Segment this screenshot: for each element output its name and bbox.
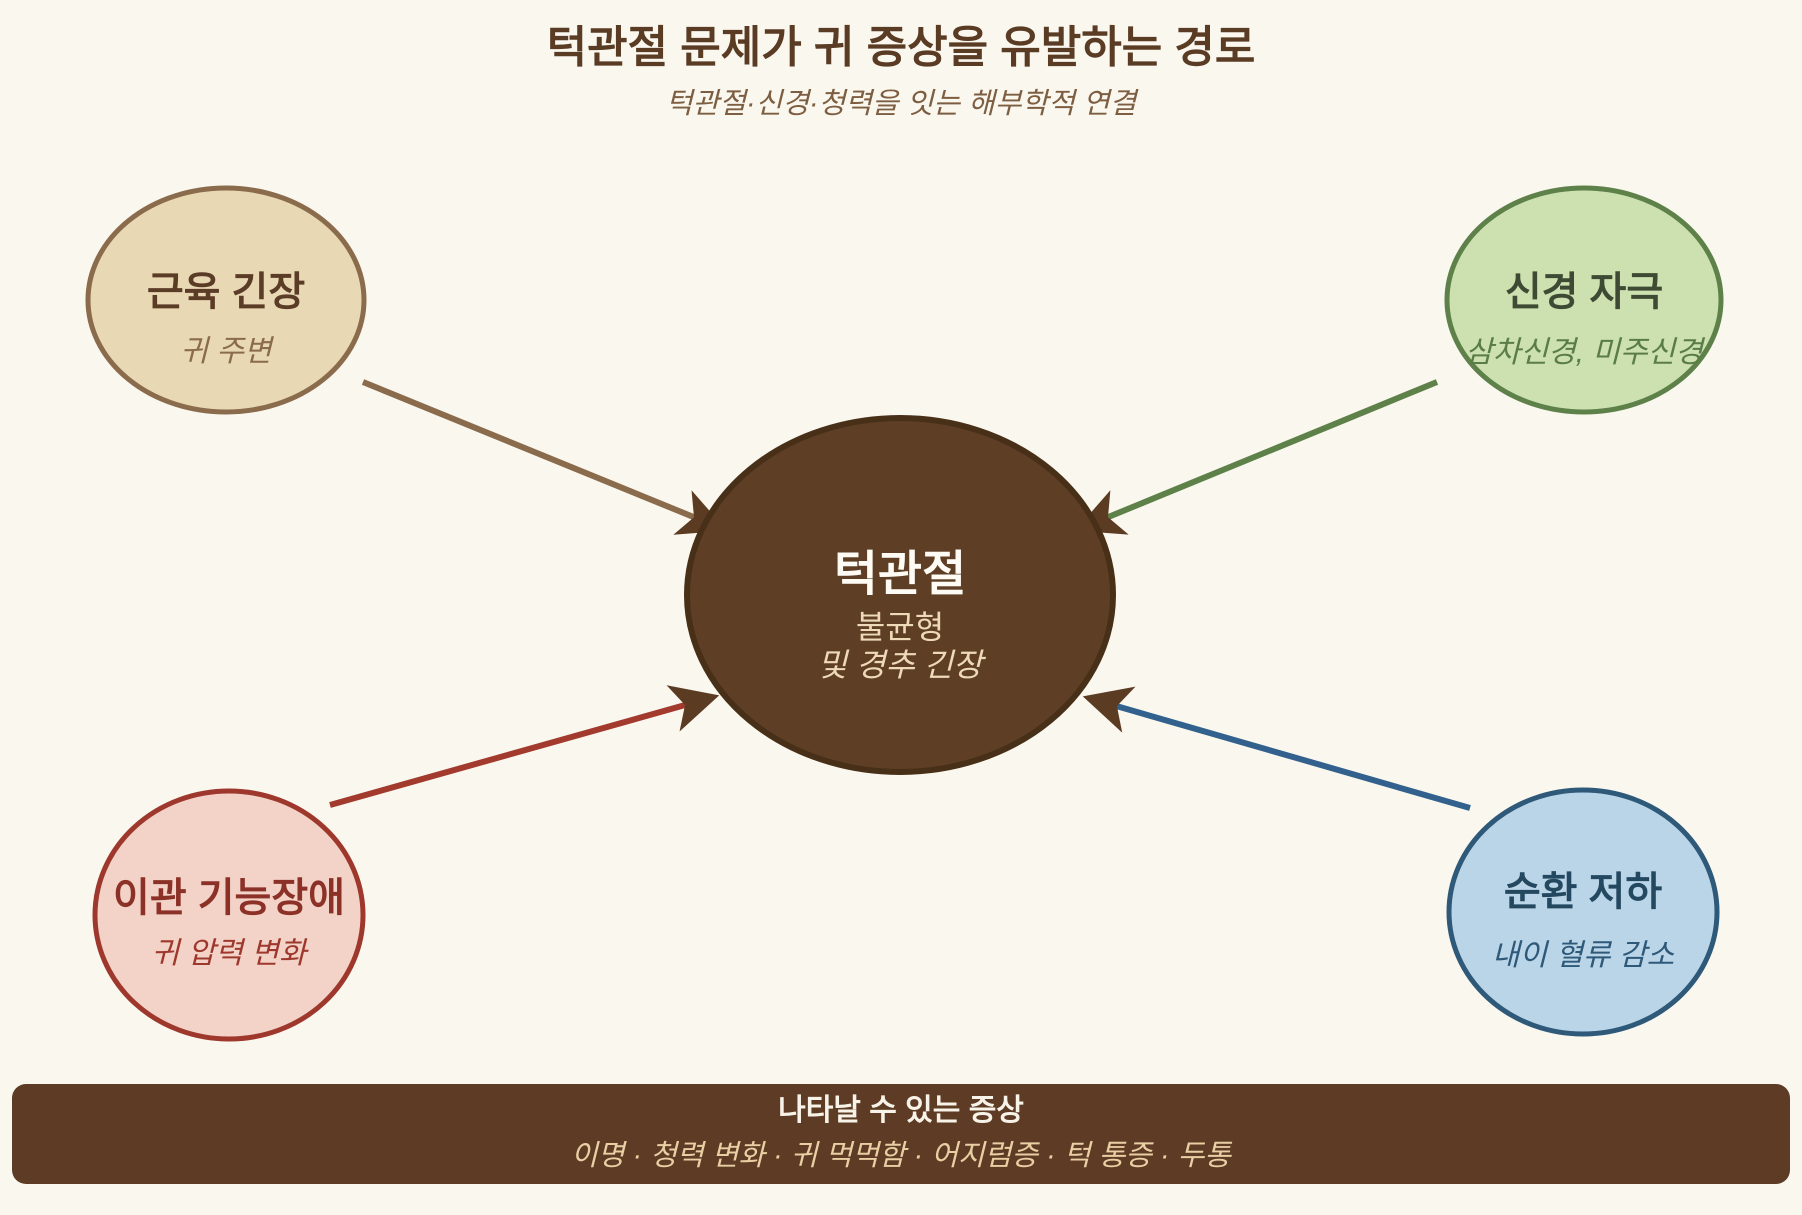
node-circulation-decline-circle bbox=[1446, 787, 1720, 1037]
node-eustachian-tube-dysfunction-circle bbox=[92, 788, 366, 1042]
page-subtitle: 턱관절·신경·청력을 잇는 해부학적 연결 bbox=[666, 88, 1140, 120]
node-muscle-tension-title: 근육 긴장 bbox=[147, 270, 306, 314]
arrow-eustachian-dysfunction-to-tmj bbox=[329, 685, 720, 808]
node-circulation-decline-title: 순환 저하 bbox=[1504, 870, 1663, 914]
symptoms-bar-items: 이명 · 청력 변화 · 귀 먹먹함 · 어지럼증 · 턱 통증 · 두통 bbox=[571, 1140, 1233, 1172]
node-tmj-line2: 및 경추 긴장 bbox=[818, 647, 988, 683]
node-nerve-stimulation-subtitle: 삼차신경, 미주신경 bbox=[1465, 336, 1706, 369]
node-eustachian-tube-dysfunction: 이관 기능장애 귀 압력 변화 bbox=[92, 788, 366, 1042]
node-tmj-center: 턱관절 불균형 및 경추 긴장 bbox=[684, 415, 1116, 775]
node-nerve-stimulation-title: 신경 자극 bbox=[1505, 270, 1663, 314]
node-nerve-stimulation: 신경 자극 삼차신경, 미주신경 bbox=[1444, 185, 1724, 415]
node-tmj-circle bbox=[684, 415, 1116, 775]
symptoms-bar-title: 나타날 수 있는 증상 bbox=[778, 1094, 1024, 1127]
page-title: 턱관절 문제가 귀 증상을 유발하는 경로 bbox=[547, 23, 1256, 72]
node-tmj-title: 턱관절 bbox=[834, 548, 966, 601]
arrow-muscle-tension-to-tmj bbox=[361, 379, 727, 535]
node-tmj-line1: 불균형 bbox=[856, 609, 944, 645]
symptoms-bar-background bbox=[12, 1084, 1790, 1184]
symptoms-bar: 나타날 수 있는 증상 이명 · 청력 변화 · 귀 먹먹함 · 어지럼증 · … bbox=[12, 1084, 1790, 1184]
node-nerve-stimulation-circle bbox=[1444, 185, 1724, 415]
node-muscle-tension-circle bbox=[85, 185, 367, 415]
arrow-nerve-stimulation-to-tmj bbox=[1075, 379, 1439, 535]
arrow-circulation-decline-to-tmj bbox=[1082, 686, 1471, 811]
node-circulation-decline-subtitle: 내이 혈류 감소 bbox=[1492, 939, 1675, 972]
node-muscle-tension: 근육 긴장 귀 주변 bbox=[85, 185, 367, 415]
node-eustachian-tube-dysfunction-subtitle: 귀 압력 변화 bbox=[152, 937, 309, 970]
node-muscle-tension-subtitle: 귀 주변 bbox=[180, 335, 275, 368]
node-eustachian-tube-dysfunction-title: 이관 기능장애 bbox=[113, 876, 345, 920]
node-circulation-decline: 순환 저하 내이 혈류 감소 bbox=[1446, 787, 1720, 1037]
